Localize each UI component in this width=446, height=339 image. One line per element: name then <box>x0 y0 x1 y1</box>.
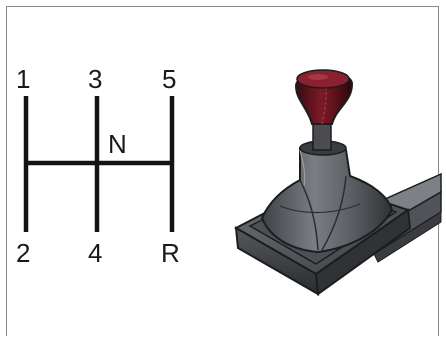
shift-knob <box>296 70 352 124</box>
shift-shaft <box>313 122 331 150</box>
